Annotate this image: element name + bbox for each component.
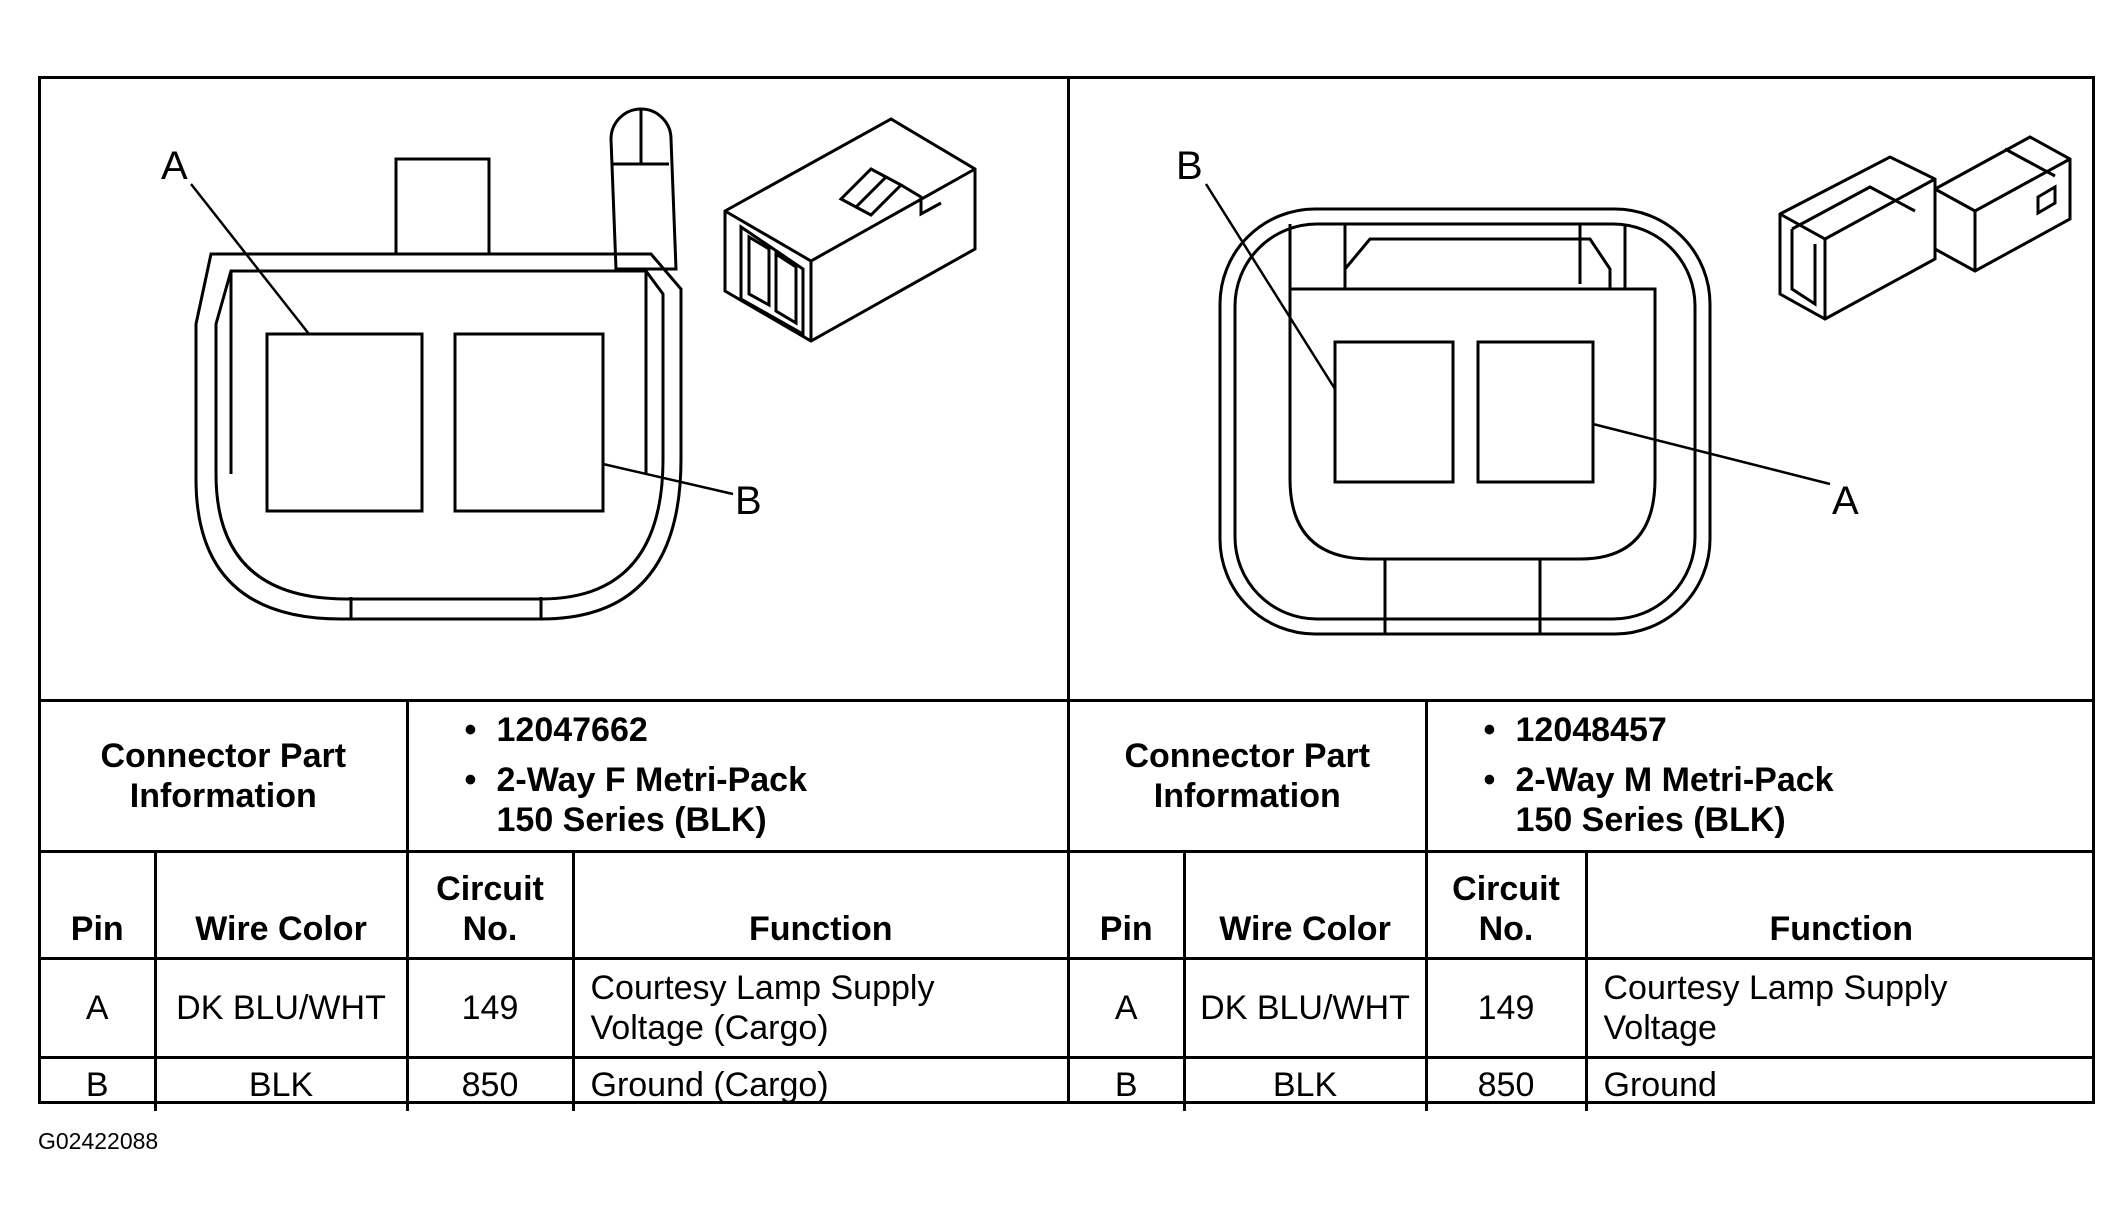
wire-color-cell: DK BLU/WHT: [1182, 957, 1428, 1059]
callout-b: B: [1176, 144, 1203, 188]
function-cell: Courtesy Lamp Supply Voltage: [1584, 957, 2095, 1059]
wire-color-header: Wire Color: [153, 850, 409, 960]
circuit-no-header: Circuit No.: [1424, 850, 1588, 960]
callout-a: A: [1832, 479, 1859, 523]
circuit-cell: 149: [1424, 957, 1588, 1059]
right-connector-panel: B A Connector Pa: [1067, 79, 2095, 1111]
figure-code: G02422088: [38, 1128, 159, 1154]
female-connector-iso-icon: [723, 117, 977, 343]
left-connector-panel: A B Connector Part Informat: [41, 79, 1067, 1111]
wire-color-cell: DK BLU/WHT: [153, 957, 409, 1059]
female-connector-face-view: A B: [161, 107, 977, 621]
connector-part-info-label: Connector Part Information: [1070, 702, 1428, 853]
pin-header: Pin: [1070, 850, 1186, 960]
pin-cell: B: [41, 1056, 157, 1111]
function-header: Function: [571, 850, 1067, 960]
right-connector-drawing: B A: [1070, 79, 2095, 702]
wire-color-cell: BLK: [1182, 1056, 1428, 1111]
callout-a: A: [161, 144, 188, 188]
table-row: B BLK 850 Ground (Cargo): [41, 1056, 1067, 1111]
connector-part-info-label: Connector Part Information: [41, 702, 409, 853]
circuit-cell: 149: [405, 957, 575, 1059]
function-cell: Ground (Cargo): [571, 1056, 1067, 1111]
part-number: 12047662: [465, 710, 1068, 750]
circuit-cell: 850: [405, 1056, 575, 1111]
male-connector-iso-icon: [1778, 135, 2072, 321]
circuit-no-header: Circuit No.: [405, 850, 575, 960]
circuit-cell: 850: [1424, 1056, 1588, 1111]
part-number: 12048457: [1484, 710, 2096, 750]
function-cell: Courtesy Lamp Supply Voltage (Cargo): [571, 957, 1067, 1059]
table-row: A DK BLU/WHT 149 Courtesy Lamp Supply Vo…: [41, 957, 1067, 1059]
connector-description: 2-Way F Metri-Pack 150 Series (BLK): [465, 760, 867, 840]
pin-header: Pin: [41, 850, 157, 960]
left-connector-table: Connector Part Information 12047662 2-Wa…: [41, 702, 1067, 1111]
wire-color-cell: BLK: [153, 1056, 409, 1111]
function-cell: Ground: [1584, 1056, 2095, 1111]
connector-part-info-list: 12047662 2-Way F Metri-Pack 150 Series (…: [405, 702, 1068, 853]
right-connector-table: Connector Part Information 12048457 2-Wa…: [1070, 702, 2095, 1111]
callout-b: B: [735, 479, 762, 523]
left-connector-drawing: A B: [41, 79, 1067, 702]
connector-description: 2-Way M Metri-Pack 150 Series (BLK): [1484, 760, 1886, 840]
function-header: Function: [1584, 850, 2095, 960]
table-row: B BLK 850 Ground: [1070, 1056, 2095, 1111]
male-connector-face-view: B A: [1176, 135, 2072, 636]
table-row: A DK BLU/WHT 149 Courtesy Lamp Supply Vo…: [1070, 957, 2095, 1059]
connector-part-info-list: 12048457 2-Way M Metri-Pack 150 Series (…: [1424, 702, 2096, 853]
pin-cell: A: [41, 957, 157, 1059]
pin-cell: A: [1070, 957, 1186, 1059]
connector-sheet: A B Connector Part Informat: [38, 76, 2095, 1111]
wire-color-header: Wire Color: [1182, 850, 1428, 960]
pin-cell: B: [1070, 1056, 1186, 1111]
